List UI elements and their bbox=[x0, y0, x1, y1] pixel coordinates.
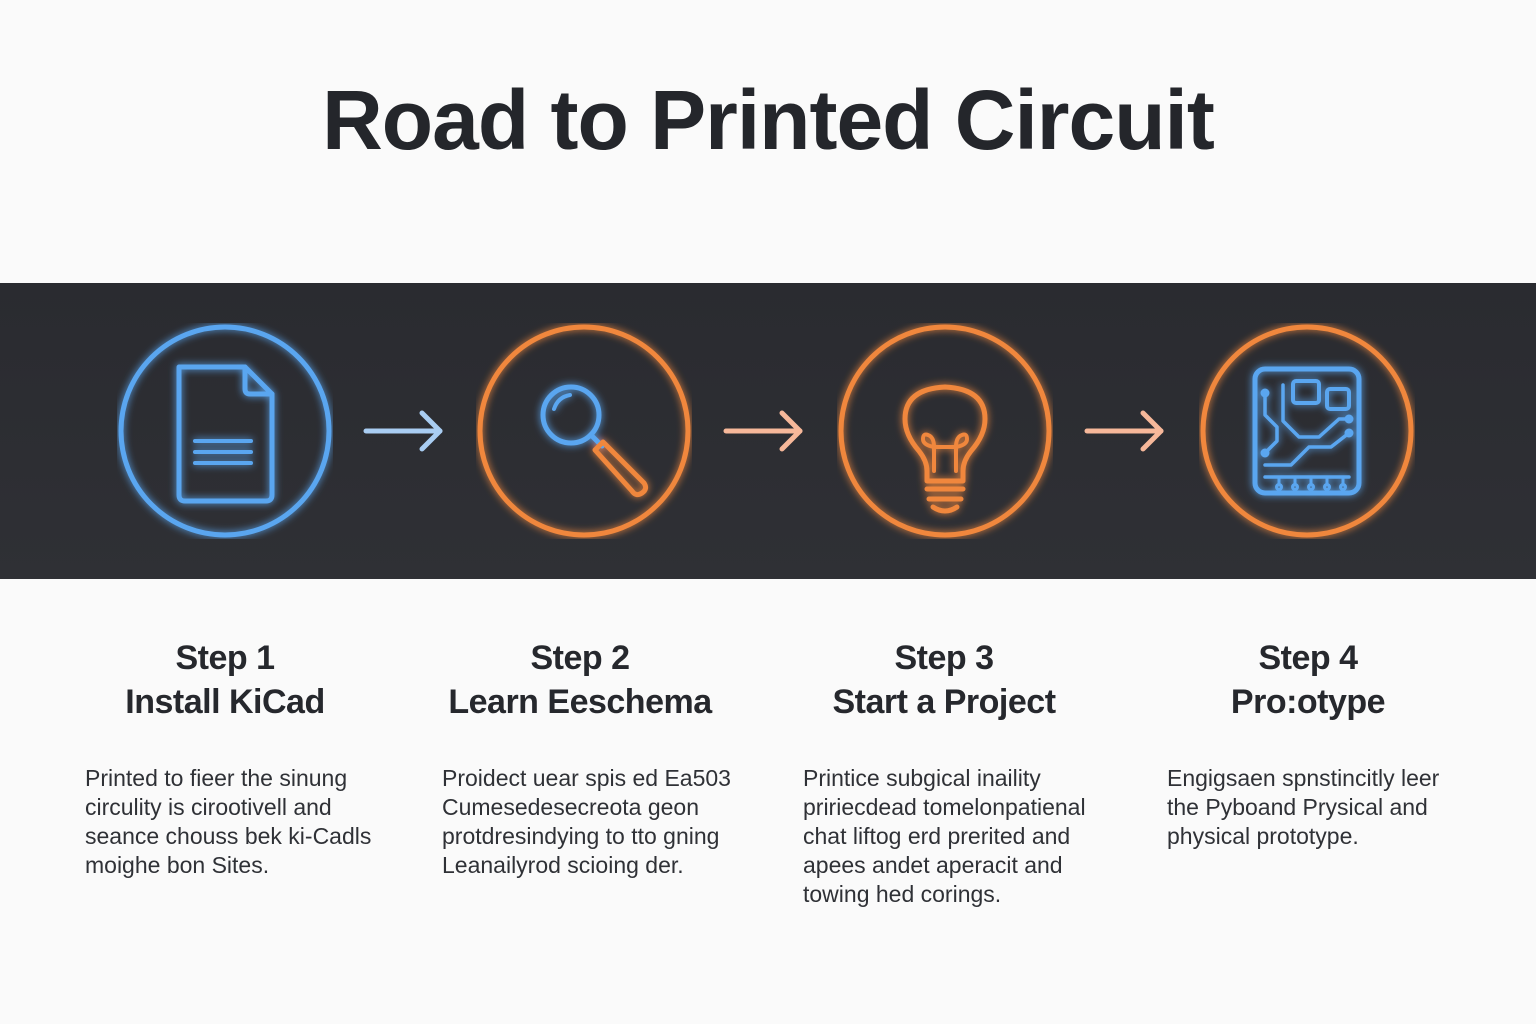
step-description: Printice subgical inaility pririecdead t… bbox=[803, 765, 1086, 907]
step-number: Step 4 bbox=[1258, 639, 1358, 677]
step-title: Start a Project bbox=[832, 683, 1056, 721]
step-1-caption: Step 1 Install KiCad Printed to fieer th… bbox=[45, 636, 405, 880]
step-number: Step 1 bbox=[175, 639, 275, 677]
step-number: Step 3 bbox=[894, 639, 994, 677]
step-description: Proidect uear spis ed Ea503 Cumesedesecr… bbox=[442, 765, 731, 878]
step-description: Engigsaen spnstincitly leer the Pyboand … bbox=[1167, 765, 1440, 849]
step-3-icon-circle bbox=[837, 323, 1053, 539]
document-icon bbox=[118, 324, 332, 538]
steps-band bbox=[0, 283, 1536, 579]
step-3-caption: Step 3 Start a Project Printice subgical… bbox=[764, 636, 1124, 909]
step-title: Install KiCad bbox=[125, 683, 325, 721]
step-title: Pro:otype bbox=[1230, 683, 1386, 721]
step-title: Learn Eeschema bbox=[448, 683, 712, 721]
circuit-board-icon bbox=[1200, 324, 1414, 538]
step-4-caption: Step 4 Pro:otype Engigsaen spnstincitly … bbox=[1128, 636, 1488, 851]
step-1-icon-circle bbox=[117, 323, 333, 539]
lightbulb-icon bbox=[838, 324, 1052, 538]
arrow-icon bbox=[1083, 406, 1167, 456]
step-2-caption: Step 2 Learn Eeschema Proidect uear spis… bbox=[400, 636, 760, 880]
arrow-icon bbox=[362, 406, 446, 456]
page-title: Road to Printed Circuit bbox=[322, 73, 1215, 167]
step-4-icon-circle bbox=[1199, 323, 1415, 539]
magnifying-glass-icon bbox=[477, 324, 691, 538]
arrow-icon bbox=[722, 406, 806, 456]
step-description: Printed to fieer the sinung circulity is… bbox=[85, 765, 372, 878]
step-number: Step 2 bbox=[530, 639, 630, 677]
step-2-icon-circle bbox=[476, 323, 692, 539]
